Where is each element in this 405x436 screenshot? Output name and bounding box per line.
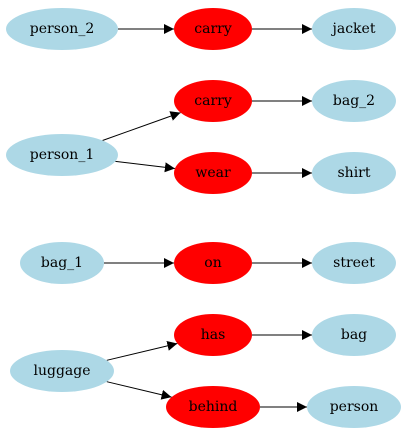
node-label-person: person — [330, 399, 379, 415]
node-person: person — [307, 386, 401, 428]
entity-ellipse-bag_2 — [312, 80, 396, 122]
relation-ellipse-wear — [174, 152, 252, 194]
node-label-bag: bag — [341, 327, 367, 343]
node-label-carry_a: carry — [194, 21, 232, 37]
entity-ellipse-street — [312, 242, 396, 284]
entity-ellipse-luggage — [10, 350, 114, 392]
edge-luggage-to-has — [106, 340, 178, 361]
node-wear: wear — [174, 152, 252, 194]
node-luggage: luggage — [10, 350, 114, 392]
relation-ellipse-carry_b — [174, 80, 252, 122]
node-label-luggage: luggage — [33, 363, 90, 379]
node-label-person_1: person_1 — [30, 147, 94, 163]
node-has: has — [174, 314, 252, 356]
node-bag_2: bag_2 — [312, 80, 396, 122]
entity-ellipse-person_1 — [6, 134, 118, 176]
edges-layer — [102, 24, 312, 412]
entity-ellipse-jacket — [312, 8, 396, 50]
relation-ellipse-has — [174, 314, 252, 356]
node-behind: behind — [166, 386, 260, 428]
node-label-bag_1: bag_1 — [41, 255, 83, 271]
relation-ellipse-behind — [166, 386, 260, 428]
node-label-jacket: jacket — [331, 21, 376, 37]
node-person_1: person_1 — [6, 134, 118, 176]
node-jacket: jacket — [312, 8, 396, 50]
node-on: on — [174, 242, 252, 284]
relation-ellipse-on — [174, 242, 252, 284]
edge-person_1-to-wear — [115, 160, 175, 173]
node-label-person_2: person_2 — [30, 21, 94, 37]
entity-ellipse-shirt — [312, 152, 396, 194]
node-person_2: person_2 — [6, 8, 118, 50]
relation-ellipse-carry_a — [174, 8, 252, 50]
node-carry_b: carry — [174, 80, 252, 122]
node-street: street — [312, 242, 396, 284]
node-shirt: shirt — [312, 152, 396, 194]
node-bag: bag — [312, 314, 396, 356]
entity-ellipse-person_2 — [6, 8, 118, 50]
node-label-wear: wear — [195, 165, 231, 181]
node-label-carry_b: carry — [194, 93, 232, 109]
entity-ellipse-bag_1 — [20, 242, 104, 284]
node-label-on: on — [204, 255, 221, 271]
entity-ellipse-person — [307, 386, 401, 428]
node-label-street: street — [333, 255, 375, 271]
edge-luggage-to-behind — [106, 381, 172, 400]
edge-person_1-to-carry_b — [102, 111, 181, 141]
node-label-has: has — [201, 327, 226, 343]
node-label-behind: behind — [189, 399, 238, 415]
node-bag_1: bag_1 — [20, 242, 104, 284]
entity-ellipse-bag — [312, 314, 396, 356]
node-carry_a: carry — [174, 8, 252, 50]
node-label-shirt: shirt — [338, 165, 371, 181]
node-label-bag_2: bag_2 — [333, 93, 375, 109]
